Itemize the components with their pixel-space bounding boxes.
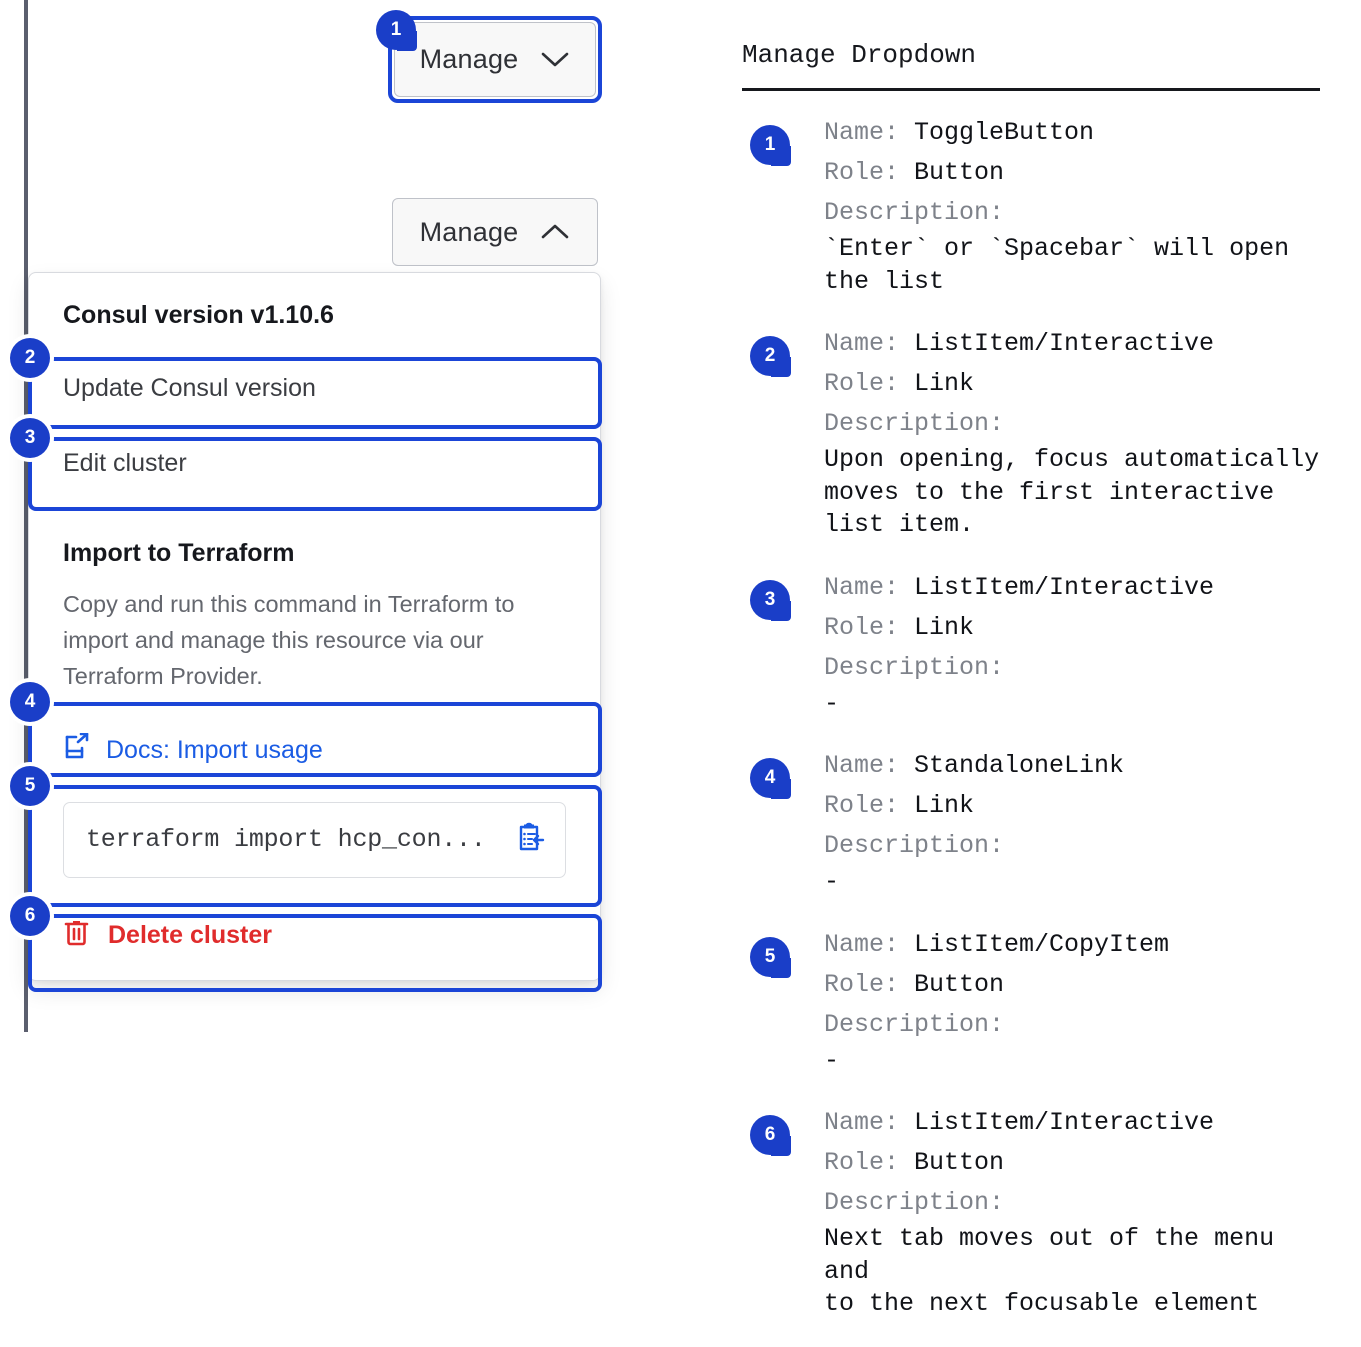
- spec-role-value: Link: [914, 612, 975, 642]
- spec-name-label: Name:: [824, 1108, 915, 1137]
- docs-link-label: Docs: Import usage: [106, 735, 323, 764]
- spec-name: Name: ListItem/Interactive: [824, 1103, 1320, 1143]
- manage-dropdown-panel: Consul version v1.10.6 Update Consul ver…: [28, 272, 601, 981]
- spec-name-value: ToggleButton: [914, 118, 1095, 147]
- delete-cluster-label: Delete cluster: [108, 921, 272, 950]
- spec-badge-6: 6: [750, 1115, 791, 1156]
- spec-description-value: -: [824, 867, 840, 896]
- terraform-command-text: terraform import hcp_con...: [86, 825, 486, 855]
- spec-name-label: Name:: [824, 929, 915, 959]
- spec-role: Role: Button: [824, 153, 1320, 193]
- spec-badge-5: 5: [750, 936, 791, 978]
- spec-name: Name: StandaloneLink: [824, 746, 1320, 786]
- spec-role: Role: Link: [824, 364, 1320, 404]
- spec-role-label: Role:: [824, 1148, 915, 1177]
- spec-description-label: Description:: [824, 652, 1005, 682]
- spec-role-label: Role:: [824, 369, 915, 398]
- dropdown-item-docs-import-usage[interactable]: Docs: Import usage: [29, 715, 600, 788]
- docs-external-link-icon: [63, 732, 90, 768]
- spec-role: Role: Link: [824, 608, 1320, 648]
- spec-panel-rule: [742, 88, 1320, 91]
- spec-description-label: Description:: [824, 1009, 1005, 1039]
- spec-name: Name: ListItem/Interactive: [824, 324, 1320, 364]
- spec-description-value: Next tab moves out of the menu and to th…: [824, 1224, 1275, 1318]
- spec-role-label: Role:: [824, 791, 915, 820]
- manage-toggle-button-collapsed[interactable]: Manage: [394, 22, 596, 97]
- dropdown-section-title-import-terraform: Import to Terraform: [63, 539, 295, 567]
- spec-description-label: Description:: [824, 831, 1005, 860]
- spec-name: Name: ListItem/CopyItem: [824, 925, 1320, 965]
- spec-badge-1: 1: [750, 125, 791, 166]
- spec-description-value: `Enter` or `Spacebar` will open the list: [824, 234, 1290, 296]
- annotation-badge-1: 1: [376, 10, 417, 51]
- dropdown-item-delete-cluster[interactable]: Delete cluster: [29, 898, 600, 980]
- spec-description-label: Description:: [824, 409, 1005, 438]
- dropdown-item-edit-cluster[interactable]: Edit cluster: [63, 449, 187, 477]
- dropdown-item-update-consul-version[interactable]: Update Consul version: [63, 374, 316, 402]
- annotation-badge-2: 2: [10, 338, 50, 378]
- left-vertical-rail: [24, 0, 28, 1032]
- manage-button-label-expanded: Manage: [419, 216, 519, 247]
- spec-role-value: Button: [914, 1148, 1005, 1177]
- spec-role-label: Role:: [824, 969, 915, 999]
- spec-description-label: Description:: [824, 198, 1005, 227]
- spec-role-value: Button: [914, 158, 1005, 187]
- spec-badge-2: 2: [750, 336, 791, 377]
- spec-name-value: ListItem/Interactive: [914, 329, 1215, 358]
- dropdown-section-body-import-terraform: Copy and run this command in Terraform t…: [63, 591, 515, 690]
- spec-name-value: ListItem/Interactive: [914, 572, 1215, 602]
- spec-role-label: Role:: [824, 612, 915, 642]
- spec-badge-4: 4: [750, 758, 791, 799]
- dropdown-header-consul-version: Consul version v1.10.6: [63, 301, 334, 329]
- annotation-badge-5: 5: [10, 766, 50, 806]
- spec-name-value: StandaloneLink: [914, 751, 1125, 780]
- clipboard-copy-icon[interactable]: [513, 821, 545, 858]
- annotation-badge-6: 6: [10, 896, 50, 936]
- spec-name: Name: ListItem/Interactive: [824, 568, 1320, 608]
- terraform-command-copy-field[interactable]: terraform import hcp_con...: [63, 801, 566, 878]
- spec-name-value: ListItem/Interactive: [914, 1108, 1215, 1137]
- trash-icon: [63, 918, 90, 954]
- spec-role: Role: Link: [824, 786, 1320, 826]
- annotation-badge-4: 4: [10, 682, 50, 722]
- spec-role: Role: Button: [824, 1143, 1320, 1183]
- spec-role-value: Link: [914, 791, 975, 820]
- spec-badge-3: 3: [750, 579, 791, 621]
- spec-description-label: Description:: [824, 1188, 1005, 1217]
- annotation-badge-3: 3: [10, 418, 50, 458]
- spec-role-value: Button: [914, 969, 1005, 999]
- spec-name-label: Name:: [824, 572, 915, 602]
- spec-name-value: ListItem/CopyItem: [914, 929, 1170, 959]
- spec-description-value: -: [824, 688, 840, 718]
- spec-role-value: Link: [914, 369, 975, 398]
- spec-description-value: Upon opening, focus automatically moves …: [824, 445, 1320, 539]
- spec-name-label: Name:: [824, 118, 915, 147]
- spec-name-label: Name:: [824, 751, 915, 780]
- dropdown-copy-command-wrapper: terraform import hcp_con...: [29, 788, 600, 898]
- spec-role: Role: Button: [824, 965, 1320, 1005]
- spec-role-label: Role:: [824, 158, 915, 187]
- spec-description-value: -: [824, 1045, 840, 1075]
- spec-name: Name: ToggleButton: [824, 113, 1320, 153]
- spec-name-label: Name:: [824, 329, 915, 358]
- spec-panel-title: Manage Dropdown: [742, 40, 977, 70]
- chevron-up-icon: [540, 223, 570, 241]
- manage-button-label: Manage: [419, 44, 519, 74]
- chevron-down-icon: [540, 51, 570, 69]
- manage-toggle-button-expanded[interactable]: Manage: [392, 198, 598, 266]
